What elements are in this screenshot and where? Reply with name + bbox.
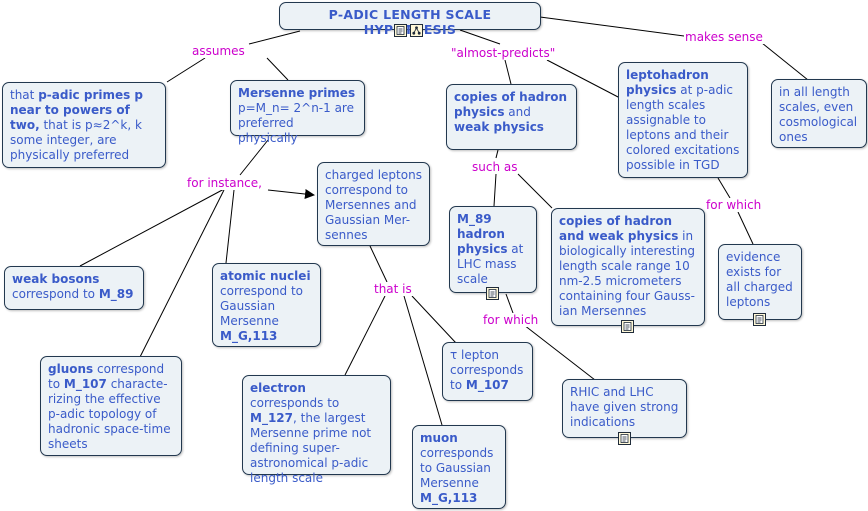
- node-evidence[interactable]: evidence exists for all charged leptons: [718, 244, 802, 320]
- node-text: in all length scales, even cosmological …: [779, 85, 858, 144]
- node-text: evidence exists for all charged leptons: [726, 250, 793, 309]
- link-line: [517, 173, 553, 209]
- label-that-is[interactable]: that is: [373, 282, 413, 296]
- node-text: correspond to Gaussian Mersenne: [220, 284, 304, 328]
- node-gluons[interactable]: gluons correspond to M_107 characte-rizi…: [40, 356, 182, 456]
- link-line: [493, 173, 497, 207]
- node-bold: M_107: [465, 378, 509, 392]
- document-icon[interactable]: [394, 24, 407, 37]
- node-bold: M_107: [63, 377, 107, 391]
- node-bold: M_89: [98, 287, 134, 301]
- node-electron[interactable]: electron corresponds to M_127, the large…: [242, 375, 391, 485]
- link-line: [267, 189, 315, 199]
- link-line: [737, 211, 754, 245]
- node-m89-hadron[interactable]: M_89 hadron physics at LHC mass scale: [449, 206, 537, 293]
- node-text: corresponds to Gaussian Mersenne: [420, 446, 494, 490]
- concept-map-icon[interactable]: [410, 24, 423, 37]
- node-bold: gluons: [48, 362, 94, 376]
- node-bold: Mersenne primes: [238, 86, 356, 100]
- link-line: [411, 295, 457, 344]
- node-text: at LHC mass scale: [457, 242, 524, 286]
- node-text: , the largest Mersenne prime not definin…: [250, 411, 372, 485]
- node-bold: leptohadron physics: [626, 68, 709, 97]
- link-line: [239, 139, 269, 176]
- link-line: [225, 189, 235, 264]
- node-text: characte-rizing the effective p-adic top…: [48, 377, 171, 451]
- node-bold: M_127: [250, 411, 293, 425]
- title-node[interactable]: P-ADIC LENGTH SCALE HYPOTHESIS: [279, 2, 541, 37]
- node-all-length-scales[interactable]: in all length scales, even cosmological …: [771, 79, 867, 148]
- node-text: that is p≈2^k, k some integer, are physi…: [10, 118, 142, 162]
- label-such-as[interactable]: such as: [471, 160, 519, 174]
- node-bold: M_G,113: [420, 491, 478, 505]
- node-text: and: [504, 105, 531, 119]
- link-line: [546, 59, 621, 99]
- link-line: [539, 16, 685, 37]
- node-text: correspond to: [48, 362, 165, 391]
- node-text: correspond to: [12, 287, 99, 301]
- node-bold: p-adic primes p near to powers of two,: [10, 88, 144, 132]
- node-bold: electron: [250, 381, 306, 395]
- node-muon[interactable]: muon corresponds to Gaussian Mersenne M_…: [412, 425, 506, 509]
- link-line: [504, 59, 512, 85]
- document-icon[interactable]: [486, 287, 499, 300]
- link-line: [717, 177, 731, 199]
- label-makes-sense[interactable]: makes sense: [684, 30, 764, 44]
- link-line: [79, 187, 227, 267]
- link-line: [761, 42, 809, 81]
- link-line: [523, 324, 596, 381]
- link-line: [403, 295, 443, 426]
- label-for-which-2[interactable]: for which: [482, 313, 540, 327]
- node-text: that: [10, 88, 39, 102]
- node-padic-primes[interactable]: that p-adic primes p near to powers of t…: [2, 82, 166, 168]
- node-rhic-lhc[interactable]: RHIC and LHC have given strong indicatio…: [562, 379, 687, 438]
- link-line: [459, 29, 501, 45]
- node-bold: muon: [420, 431, 458, 445]
- node-text: RHIC and LHC have given strong indicatio…: [570, 385, 679, 429]
- document-icon[interactable]: [753, 313, 766, 326]
- node-copies-hadron-weak[interactable]: copies of hadron physics and weak physic…: [446, 84, 577, 150]
- node-bold: M_G,113: [220, 329, 278, 343]
- node-leptohadron[interactable]: leptohadron physics at p-adic length sca…: [618, 62, 748, 178]
- label-assumes[interactable]: assumes: [191, 44, 246, 58]
- link-line: [495, 149, 499, 159]
- document-icon[interactable]: [618, 432, 631, 445]
- node-bold: atomic nuclei: [220, 269, 311, 283]
- node-text: p=M_n= 2^n-1 are preferred physically: [238, 101, 354, 145]
- node-bold: copies of hadron and weak physics: [559, 214, 679, 243]
- node-text: τ lepton corresponds to: [450, 348, 524, 392]
- node-text: in biologically interesting length scale…: [559, 229, 696, 318]
- label-almost-predicts[interactable]: "almost-predicts": [450, 46, 557, 60]
- link-line: [248, 30, 301, 45]
- link-line: [266, 57, 289, 81]
- node-bold: weak physics: [454, 120, 544, 134]
- node-bio-copies[interactable]: copies of hadron and weak physics in bio…: [551, 208, 705, 326]
- node-weak-bosons[interactable]: weak bosons correspond to M_89: [4, 266, 144, 310]
- node-mersenne-primes[interactable]: Mersenne primes p=M_n= 2^n-1 are preferr…: [230, 80, 365, 145]
- label-for-instance[interactable]: for instance,: [186, 176, 263, 190]
- title-text: P-ADIC LENGTH SCALE HYPOTHESIS: [328, 7, 492, 37]
- node-text: corresponds to: [250, 396, 340, 410]
- document-icon[interactable]: [621, 320, 634, 333]
- node-bold: M_89 hadron physics: [457, 212, 508, 256]
- node-tau-lepton[interactable]: τ lepton corresponds to M_107: [442, 342, 533, 401]
- link-line: [139, 189, 225, 358]
- node-text: at p-adic length scales assignable to le…: [626, 83, 740, 172]
- label-for-which-1[interactable]: for which: [705, 198, 763, 212]
- link-line: [369, 245, 388, 283]
- node-bold: copies of hadron physics: [454, 90, 568, 119]
- node-charged-leptons[interactable]: charged leptons correspond to Mersennes …: [317, 162, 430, 246]
- node-bold: weak bosons: [12, 272, 100, 286]
- node-text: charged leptons correspond to Mersennes …: [325, 168, 422, 242]
- link-line: [505, 293, 514, 314]
- node-atomic-nuclei[interactable]: atomic nuclei correspond to Gaussian Mer…: [212, 263, 321, 347]
- link-line: [166, 57, 206, 83]
- link-line: [344, 295, 386, 376]
